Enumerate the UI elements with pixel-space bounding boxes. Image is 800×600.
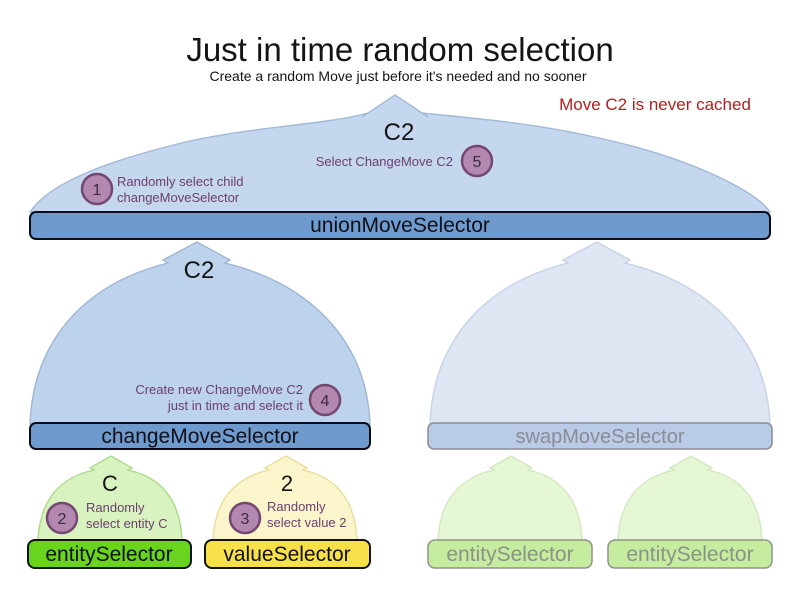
selected-value-label: 2 <box>281 471 293 496</box>
step-5-number: 5 <box>473 154 482 171</box>
step-1-text-line1: Randomly select child <box>117 174 243 189</box>
change-selection-dome-shape <box>29 241 371 425</box>
change-move-selector-label: changeMoveSelector <box>101 425 298 448</box>
value-selector-label: valueSelector <box>223 543 350 566</box>
step-1-number: 1 <box>93 182 102 199</box>
step-1-text-line2: changeMoveSelector <box>117 190 240 205</box>
change-move-selector-bar <box>29 422 371 450</box>
step-3-number: 3 <box>241 511 250 528</box>
step-1-badge <box>80 172 114 206</box>
step-2-text-line1: Randomly <box>86 500 145 515</box>
faded-entity-selector-label-left: entitySelector <box>446 543 573 566</box>
swap-move-selector-bar <box>427 422 773 450</box>
step-4-number: 4 <box>321 393 330 410</box>
union-move-selector-bar <box>29 211 771 240</box>
selected-move-top-label: C2 <box>384 119 415 146</box>
entity-selector-box <box>27 539 192 569</box>
step-2-badge <box>45 501 79 535</box>
selected-entity-label: C <box>102 471 118 496</box>
swap-selection-dome-shape <box>429 241 771 425</box>
step-2-text-line2: select entity C <box>86 516 168 531</box>
faded-entity-dome-right-shape <box>617 455 763 541</box>
faded-entity-dome-left-shape <box>437 455 583 541</box>
selected-move-mid-label: C2 <box>184 257 215 284</box>
never-cached-note: Move C2 is never cached <box>559 95 751 114</box>
step-5-badge <box>460 144 494 178</box>
step-4-text-line2: just in time and select it <box>167 398 304 413</box>
step-2-number: 2 <box>58 511 67 528</box>
faded-entity-selector-box-right <box>607 539 773 569</box>
page-subtitle: Create a random Move just before it's ne… <box>209 68 586 84</box>
value-selector-box <box>204 539 371 569</box>
entity-selector-label: entitySelector <box>45 543 172 566</box>
swap-move-selector-label: swapMoveSelector <box>516 426 685 448</box>
step-4-badge <box>308 383 342 417</box>
step-3-badge <box>228 501 262 535</box>
union-selection-dome-shape <box>28 94 772 213</box>
step-5-text-line1: Select ChangeMove C2 <box>316 154 453 169</box>
step-4-text-line1: Create new ChangeMove C2 <box>135 382 303 397</box>
union-move-selector-label: unionMoveSelector <box>310 214 490 237</box>
faded-entity-selector-box-left <box>427 539 593 569</box>
step-3-text-line1: Randomly <box>267 499 326 514</box>
page-title: Just in time random selection <box>186 31 613 68</box>
faded-entity-selector-label-right: entitySelector <box>626 543 753 566</box>
step-3-text-line2: select value 2 <box>267 515 347 530</box>
